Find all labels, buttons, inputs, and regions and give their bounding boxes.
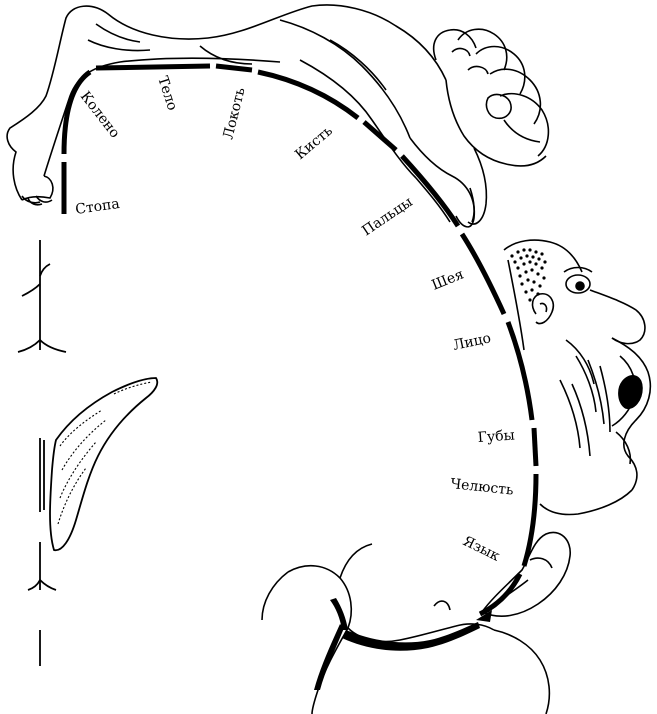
- brain-section-outline: [261, 543, 551, 714]
- hair-stipple: [510, 248, 547, 302]
- label-lips: Губы: [477, 427, 515, 446]
- label-foot: Стопа: [74, 196, 120, 218]
- homunculus-hand-drawing: [432, 28, 550, 225]
- label-body: Тело: [154, 74, 180, 112]
- brain-dark-tract: [314, 598, 480, 690]
- arc-end-arrow: [476, 610, 492, 622]
- homunculus-face-drawing: [503, 239, 652, 516]
- label-neck: Шея: [430, 266, 467, 293]
- ventricle-shape: [49, 377, 159, 552]
- label-jaw: Челюсть: [450, 476, 515, 499]
- label-tongue: Язык: [460, 533, 502, 565]
- label-knee: Колено: [77, 89, 123, 142]
- cortex-arc: [61, 63, 539, 617]
- label-fingers: Пальцы: [359, 194, 415, 239]
- label-elbow: Локоть: [220, 86, 248, 141]
- left-margin-lines: [17, 240, 67, 666]
- label-hand: Кисть: [292, 123, 336, 163]
- label-face: Лицо: [452, 330, 493, 354]
